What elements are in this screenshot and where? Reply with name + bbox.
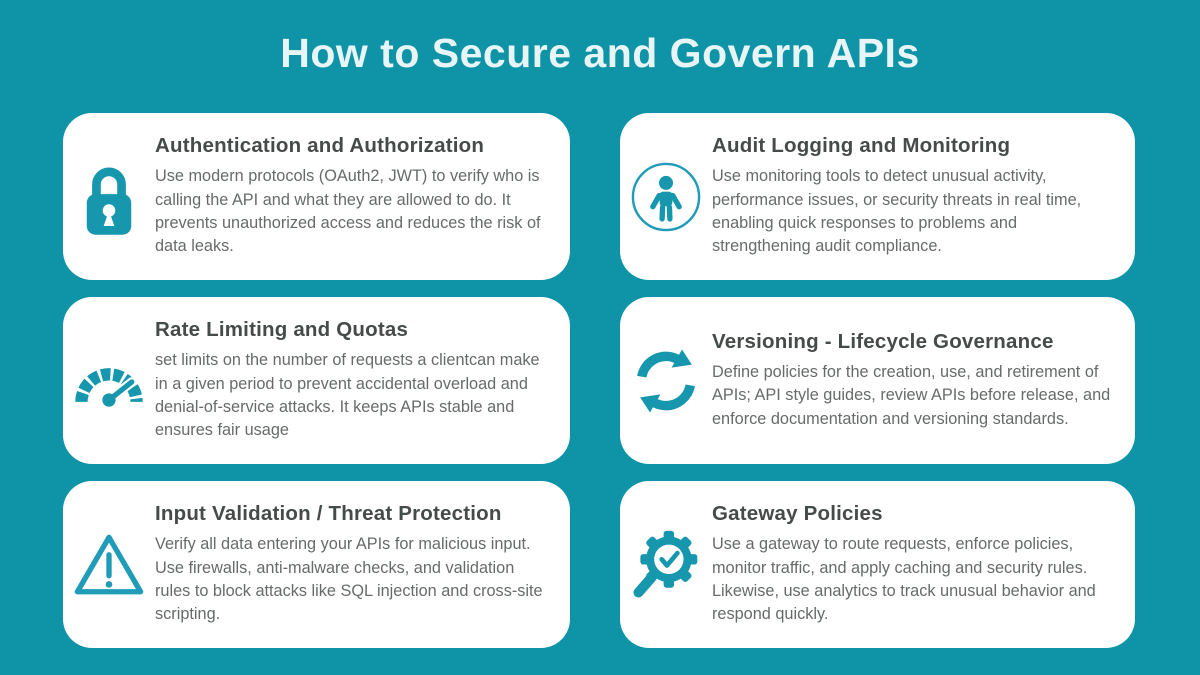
- gear-magnifier-icon: [620, 525, 712, 605]
- card-audit-logging: Audit Logging and Monitoring Use monitor…: [620, 113, 1135, 280]
- card-gateway-policies: Gateway Policies Use a gateway to route …: [620, 481, 1135, 648]
- lock-icon: [63, 158, 155, 236]
- card-body: set limits on the number of requests a c…: [155, 351, 540, 440]
- card-body: Verify all data entering your APIs for m…: [155, 535, 543, 624]
- card-versioning: Versioning - Lifecycle Governance Define…: [620, 297, 1135, 464]
- card-title: Audit Logging and Monitoring: [712, 134, 1011, 158]
- card-body: Use a gateway to route requests, enforce…: [712, 535, 1096, 624]
- warning-triangle-icon: [63, 530, 155, 600]
- card-text: Audit Logging and Monitoring Use monitor…: [712, 134, 1135, 259]
- card-grid: Authentication and Authorization Use mod…: [63, 113, 1135, 648]
- cycle-arrows-icon-svg: [637, 348, 695, 413]
- card-rate-limiting: Rate Limiting and Quotas set limits on t…: [63, 297, 570, 464]
- card-input-validation: Input Validation / Threat Protection Ver…: [63, 481, 570, 648]
- card-title: Authentication and Authorization: [155, 134, 485, 158]
- person-monitor-icon-svg: [631, 162, 701, 231]
- card-authentication: Authentication and Authorization Use mod…: [63, 113, 570, 280]
- card-title: Versioning - Lifecycle Governance: [712, 329, 1054, 353]
- card-title: Rate Limiting and Quotas: [155, 318, 409, 342]
- card-text: Input Validation / Threat Protection Ver…: [155, 502, 570, 627]
- card-text: Authentication and Authorization Use mod…: [155, 134, 570, 259]
- person-monitor-icon: [620, 161, 712, 233]
- gear-magnifier-icon-svg: [633, 530, 698, 597]
- card-text: Rate Limiting and Quotas set limits on t…: [155, 318, 570, 443]
- card-title: Gateway Policies: [712, 502, 883, 526]
- card-body: Use modern protocols (OAuth2, JWT) to ve…: [155, 167, 541, 256]
- warning-triangle-icon-svg: [74, 534, 144, 594]
- card-text: Gateway Policies Use a gateway to route …: [712, 502, 1135, 627]
- gauge-icon: [63, 350, 155, 412]
- page-title: How to Secure and Govern APIs: [280, 30, 920, 76]
- card-body: Define policies for the creation, use, a…: [712, 362, 1111, 428]
- lock-icon-svg: [86, 167, 132, 235]
- card-body: Use monitoring tools to detect unusual a…: [712, 167, 1082, 256]
- card-text: Versioning - Lifecycle Governance Define…: [712, 330, 1135, 431]
- card-title: Input Validation / Threat Protection: [155, 502, 502, 526]
- cycle-arrows-icon: [620, 345, 712, 417]
- gauge-icon-svg: [75, 367, 143, 407]
